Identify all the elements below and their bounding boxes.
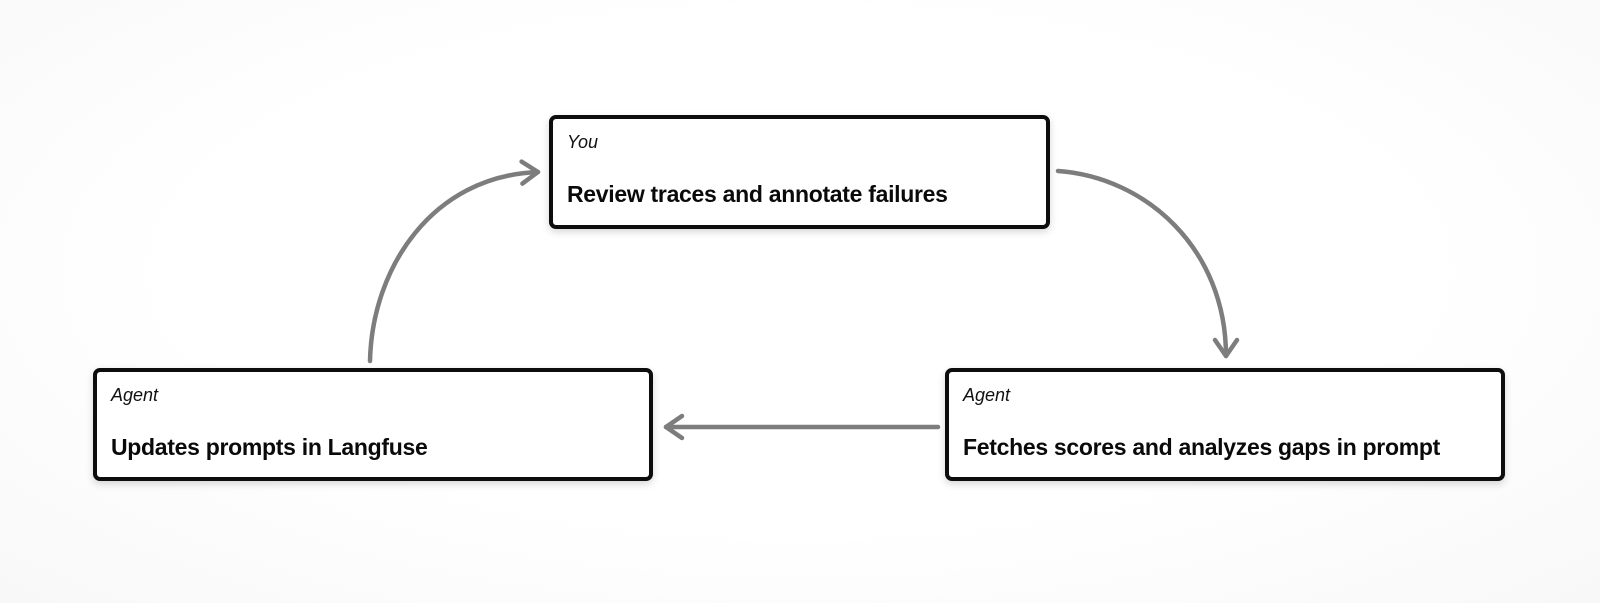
arrow-update-to-review xyxy=(367,159,541,364)
node-role-label: Agent xyxy=(111,385,159,405)
node-role-label: You xyxy=(567,132,599,152)
node-role-label: Agent xyxy=(963,385,1011,405)
node-agent-update: Agent Updates prompts in Langfuse xyxy=(93,368,653,481)
node-title: Updates prompts in Langfuse xyxy=(111,434,428,460)
node-title: Fetches scores and analyzes gaps in prom… xyxy=(963,434,1440,460)
node-you-review: You Review traces and annotate failures xyxy=(549,115,1050,229)
node-title: Review traces and annotate failures xyxy=(567,181,948,207)
arrow-review-to-fetch xyxy=(1055,168,1240,359)
node-agent-fetch: Agent Fetches scores and analyzes gaps i… xyxy=(945,368,1505,481)
